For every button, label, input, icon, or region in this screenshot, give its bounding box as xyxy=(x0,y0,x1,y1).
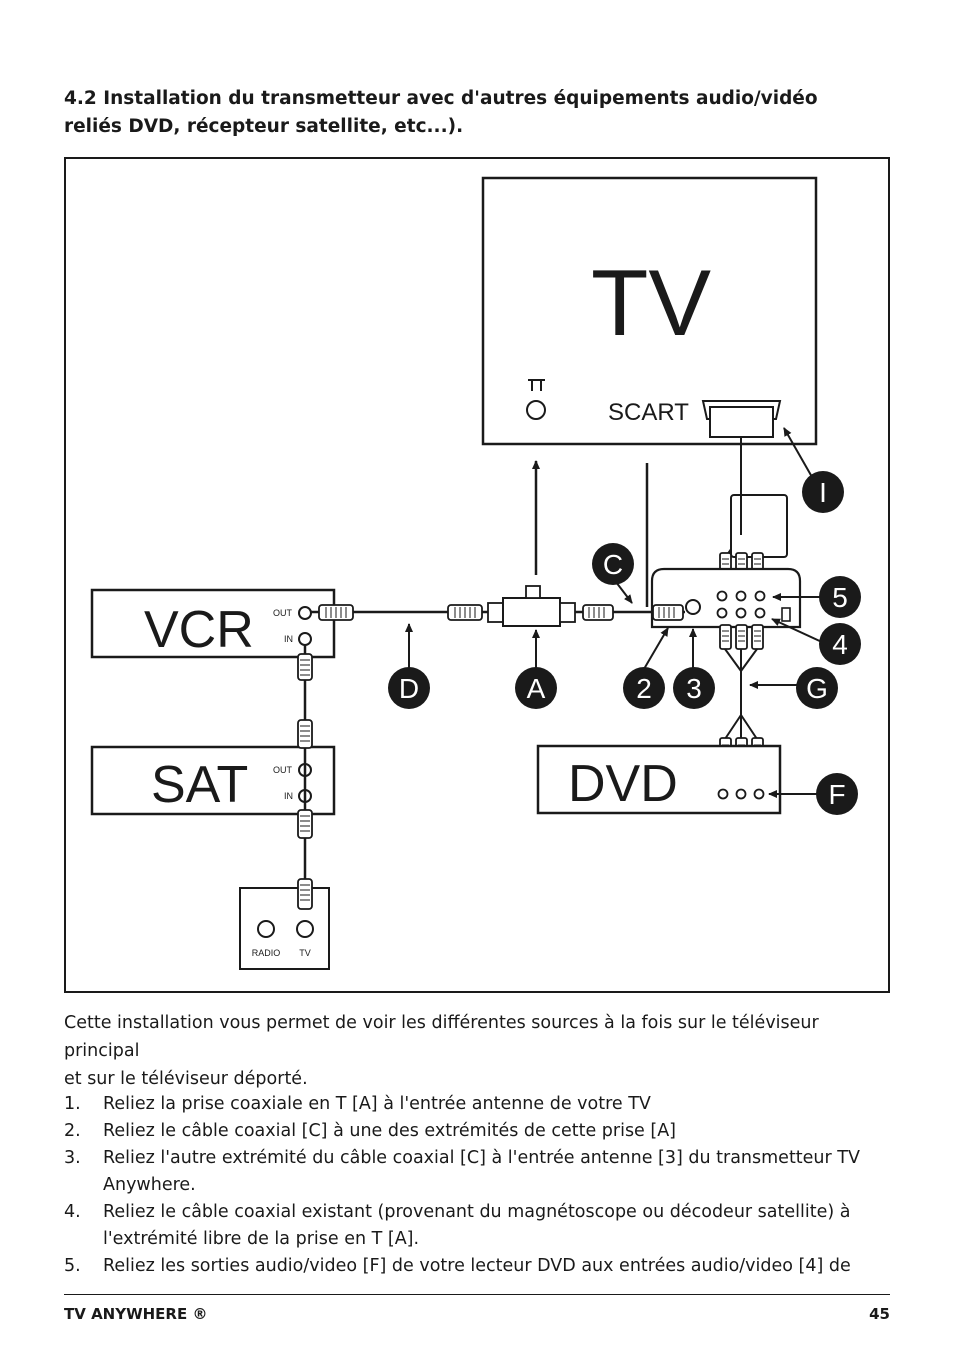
step-item: 5. Reliez les sorties audio/video [F] de… xyxy=(64,1253,894,1280)
step-text: l'extrémité libre de la prise en T [A]. xyxy=(103,1229,420,1249)
step-item: 1. Reliez la prise coaxiale en T [A] à l… xyxy=(64,1091,894,1118)
step-text: Reliez le câble coaxial existant (proven… xyxy=(103,1202,851,1222)
vcr-out-label: OUT xyxy=(273,608,293,618)
svg-text:3: 3 xyxy=(686,673,702,704)
installation-diagram: TV SCART xyxy=(64,157,890,993)
footer-brand: TV ANYWHERE ® xyxy=(64,1305,208,1323)
antenna-symbol-icon xyxy=(528,379,545,391)
wall-antenna-socket: RADIO TV xyxy=(239,887,330,970)
pointer-arrows xyxy=(405,427,825,798)
transmitter-bottom-rca-plugs xyxy=(719,624,764,650)
tv-label: TV xyxy=(591,250,711,355)
intro-paragraph: Cette installation vous permet de voir l… xyxy=(64,1009,894,1093)
callout-a: A xyxy=(515,667,557,709)
step-text: Reliez le câble coaxial [C] à une des ex… xyxy=(103,1121,677,1141)
callout-5: 5 xyxy=(819,576,861,618)
svg-text:2: 2 xyxy=(636,673,652,704)
instruction-steps: 1. Reliez la prise coaxiale en T [A] à l… xyxy=(64,1091,894,1280)
diagram-svg: TV SCART xyxy=(64,157,890,993)
sat-label: SAT xyxy=(151,756,248,814)
callout-g: G xyxy=(796,667,838,709)
step-number: 3. xyxy=(64,1148,81,1168)
callout-d: D xyxy=(388,667,430,709)
page-number: 45 xyxy=(869,1305,890,1323)
sat-out-label: OUT xyxy=(273,765,293,775)
section-heading-line-2: reliés DVD, récepteur satellite, etc...)… xyxy=(64,116,464,137)
sat-in-label: IN xyxy=(284,791,293,801)
step-text: Anywhere. xyxy=(103,1175,196,1195)
svg-text:C: C xyxy=(603,549,623,580)
vcr-label: VCR xyxy=(144,601,254,659)
callout-f: F xyxy=(816,773,858,815)
sat-receiver: SAT OUT IN xyxy=(90,745,336,816)
vcr-unit: VCR OUT IN xyxy=(90,588,336,659)
step-number: 2. xyxy=(64,1121,81,1141)
step-text: Reliez les sorties audio/video [F] de vo… xyxy=(103,1256,851,1276)
section-heading: 4.2 Installation du transmetteur avec d'… xyxy=(64,85,894,141)
tv-set: TV SCART xyxy=(481,176,818,446)
step-text: Reliez la prise coaxiale en T [A] à l'en… xyxy=(103,1094,651,1114)
t-splitter-a xyxy=(487,585,576,627)
vcr-in-label: IN xyxy=(284,634,293,644)
vertical-coax-cables xyxy=(297,645,313,910)
coax-cable-d xyxy=(311,604,504,621)
callout-4: 4 xyxy=(819,623,861,665)
svg-text:D: D xyxy=(399,673,419,704)
intro-line-1: Cette installation vous permet de voir l… xyxy=(64,1013,819,1061)
svg-text:G: G xyxy=(806,673,828,704)
intro-line-2: et sur le téléviseur déporté. xyxy=(64,1069,308,1089)
callout-3: 3 xyxy=(673,667,715,709)
svg-text:5: 5 xyxy=(832,582,848,613)
callout-2: 2 xyxy=(623,667,665,709)
radio-label: RADIO xyxy=(252,948,281,958)
step-number: 5. xyxy=(64,1256,81,1276)
step-item: 3. Reliez l'autre extrémité du câble coa… xyxy=(64,1145,894,1199)
step-number: 1. xyxy=(64,1094,81,1114)
tv-antenna-input xyxy=(526,400,546,420)
dvd-label: DVD xyxy=(568,755,678,813)
scart-socket xyxy=(701,400,782,438)
transmitter-body xyxy=(650,567,802,629)
step-item: 2. Reliez le câble coaxial [C] à une des… xyxy=(64,1118,894,1145)
step-text: Reliez l'autre extrémité du câble coaxia… xyxy=(103,1148,860,1168)
wall-tv-label: TV xyxy=(299,948,311,958)
power-adapter xyxy=(730,494,788,558)
svg-text:A: A xyxy=(527,673,546,704)
svg-text:4: 4 xyxy=(832,629,848,660)
section-heading-line-1: 4.2 Installation du transmetteur avec d'… xyxy=(64,88,818,109)
footer-divider xyxy=(64,1294,890,1295)
scart-label: SCART xyxy=(608,399,689,426)
step-item: 4. Reliez le câble coaxial existant (pro… xyxy=(64,1199,894,1253)
svg-text:I: I xyxy=(819,477,827,508)
callout-c: C xyxy=(592,543,634,585)
coax-cable-c xyxy=(575,604,685,621)
svg-text:F: F xyxy=(828,779,845,810)
dvd-player: DVD xyxy=(536,744,782,815)
step-number: 4. xyxy=(64,1202,81,1222)
callout-i: I xyxy=(802,471,844,513)
